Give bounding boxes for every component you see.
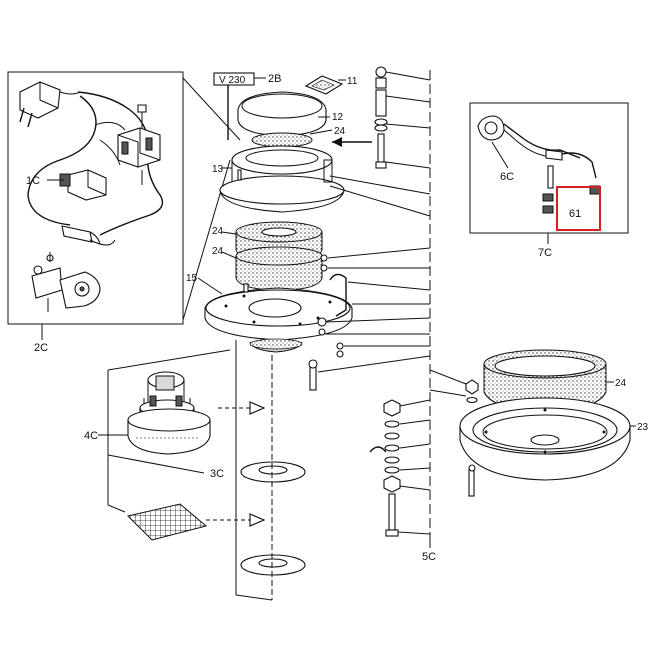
vacuum-motor-4c — [127, 371, 211, 455]
switch-block — [117, 104, 161, 185]
voltage-tag: V 230 2B — [213, 72, 281, 140]
gasket-ring-3c — [240, 461, 306, 483]
fastener-column-top — [374, 66, 388, 169]
gasket-ring-lower — [240, 554, 306, 576]
center-fasteners — [237, 169, 344, 391]
detail-box-7c: 6C 61 — [469, 102, 629, 234]
label-24-a: 24 — [334, 126, 346, 137]
terminal-block — [31, 252, 101, 312]
label-1c: 1C — [26, 175, 40, 187]
tee-connector — [545, 149, 597, 189]
sensor-6c: 6C — [477, 115, 581, 183]
label-v230: V 230 — [219, 75, 246, 86]
mesh-filter — [127, 503, 208, 541]
leader-lines-right — [317, 70, 431, 540]
label-5c: 5C — [422, 551, 436, 563]
label-61: 61 — [569, 208, 581, 220]
part-61-highlight: 61 — [556, 186, 601, 231]
label-12: 12 — [332, 112, 344, 123]
label-15: 15 — [186, 273, 198, 284]
label-24-c: 24 — [212, 246, 224, 257]
fittings — [542, 185, 601, 214]
label-24-d: 24 — [615, 378, 627, 389]
base-ring-23: 23 — [459, 397, 649, 481]
label-4c: 4C — [84, 430, 98, 442]
assembly-arrow-2 — [206, 513, 266, 527]
ring-fasteners — [465, 379, 479, 497]
label-2c: 2C — [34, 342, 48, 354]
assembly-arrow-1 — [218, 401, 266, 415]
wiring-detail-box: 1C — [7, 71, 184, 325]
base-plate-15: 15 — [186, 273, 353, 353]
mains-plug — [19, 81, 81, 128]
label-7c: 7C — [538, 247, 552, 259]
filter-ring-24-lower: 24 — [212, 246, 323, 291]
motor-housing-13: 13 — [212, 145, 345, 213]
label-24-b: 24 — [212, 226, 224, 237]
label-13: 13 — [212, 164, 224, 175]
label-6c: 6C — [500, 171, 514, 183]
label-2b: 2B — [268, 73, 281, 85]
fastener-column-bottom — [369, 399, 431, 537]
filter-ring-24-large: 24 — [483, 349, 627, 411]
label-11: 11 — [347, 76, 358, 87]
motor-cover-dome: 12 — [237, 91, 344, 137]
plate-11: 11 — [304, 75, 358, 95]
label-23: 23 — [637, 422, 649, 433]
label-3c: 3C — [210, 468, 224, 480]
switch-1c — [59, 169, 107, 201]
cable-connector — [61, 225, 116, 246]
